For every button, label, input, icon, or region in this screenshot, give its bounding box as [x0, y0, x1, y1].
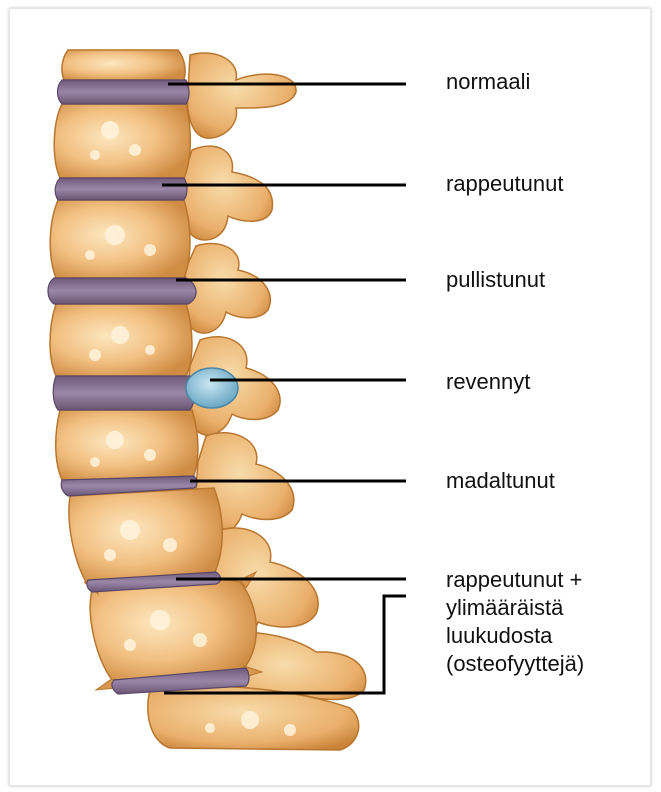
disc-degenerated: [55, 178, 187, 200]
process-3: [184, 243, 270, 333]
process-2: [183, 146, 273, 240]
herniation-bulge: [186, 368, 238, 408]
vertebra-5: [56, 410, 198, 480]
disc-herniated: [53, 376, 194, 410]
disc-bulging: [48, 278, 196, 304]
label-osteophytes-line-4: (osteofyyttejä): [446, 650, 584, 678]
label-bulging: pullistunut: [446, 266, 545, 294]
label-osteophytes-line-2: ylimääräistä: [446, 594, 584, 622]
vertebra-2: [54, 104, 190, 178]
vertebra-6: [69, 488, 222, 582]
label-osteophytes-line-3: luukudosta: [446, 622, 584, 650]
label-osteophytes: rappeutunut + ylimääräistä luukudosta (o…: [446, 566, 584, 678]
label-thinned: madaltunut: [446, 467, 555, 495]
process-1: [188, 53, 297, 138]
vertebra-7: [90, 577, 256, 680]
vertebra-1: [62, 50, 185, 80]
label-osteophytes-line-1: rappeutunut +: [446, 566, 584, 594]
label-degenerated: rappeutunut: [446, 170, 563, 198]
label-normal: normaali: [446, 68, 530, 96]
label-herniated: revennyt: [446, 368, 530, 396]
